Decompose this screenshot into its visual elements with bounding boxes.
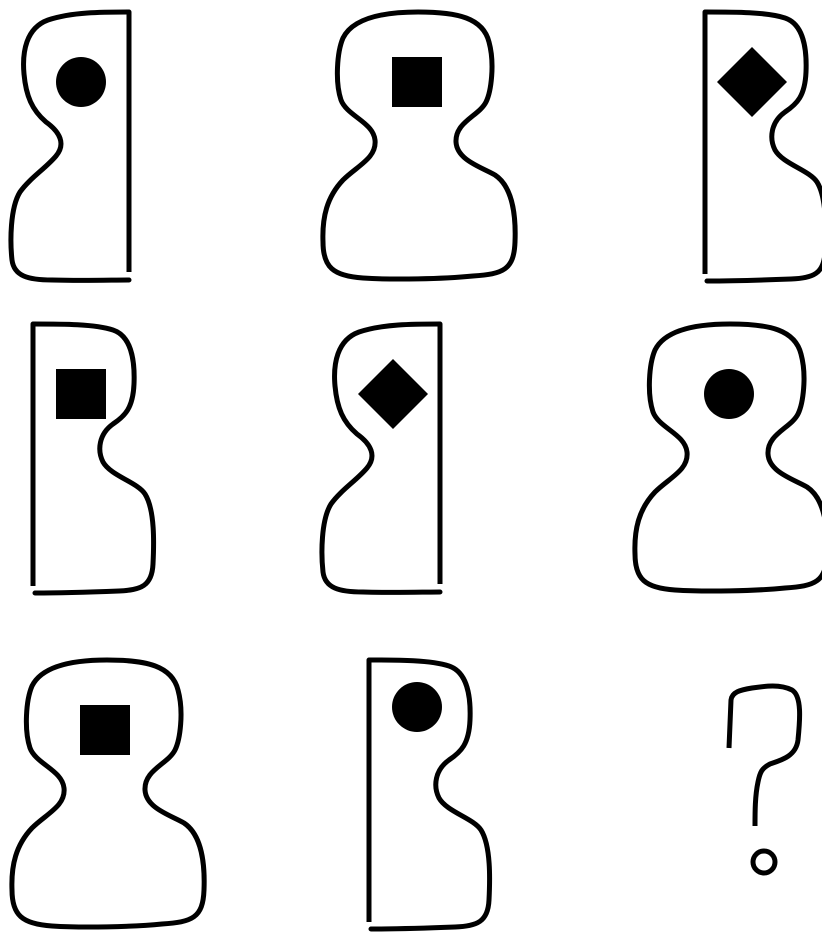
square-symbol (392, 57, 442, 107)
circle-symbol (704, 369, 754, 419)
panel-r1-c2 (323, 12, 515, 279)
panel-r3-c1 (12, 660, 204, 927)
panel-r2-c3 (635, 324, 822, 591)
question-mark-dot (753, 851, 775, 873)
circle-symbol (392, 682, 442, 732)
right-half-outline (705, 12, 822, 281)
question-mark-icon (729, 686, 800, 826)
panel-r3-c3 (729, 686, 800, 873)
left-half-outline (11, 12, 129, 280)
panel-r3-c2 (369, 660, 490, 929)
square-symbol (80, 705, 130, 755)
square-symbol (56, 369, 106, 419)
panel-r1-c3 (705, 12, 822, 281)
right-half-outline (33, 324, 154, 593)
diamond-symbol (358, 359, 428, 429)
diamond-symbol (717, 47, 787, 117)
panel-r2-c1 (33, 324, 154, 593)
full-outline (635, 324, 822, 591)
panel-r1-c1 (11, 12, 129, 280)
panel-r2-c2 (322, 324, 440, 592)
circle-symbol (56, 57, 106, 107)
full-outline (323, 12, 515, 279)
full-outline (12, 660, 204, 927)
left-half-outline (322, 324, 440, 592)
